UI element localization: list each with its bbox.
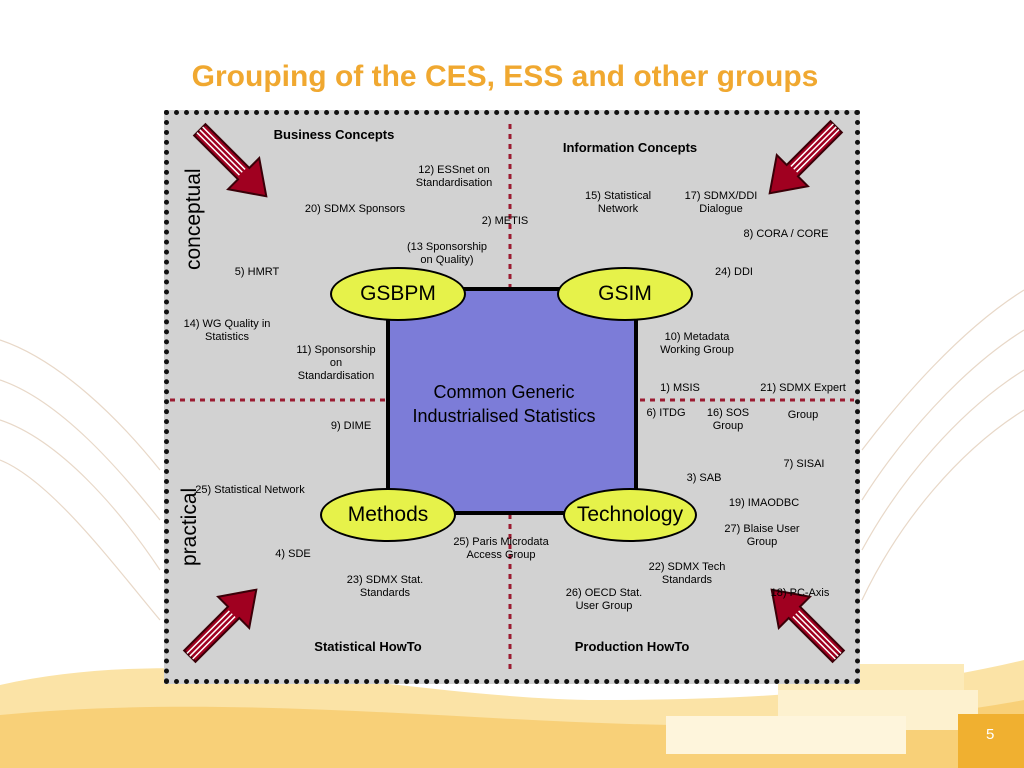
group-label-line: Standardisation [415, 177, 493, 189]
group-label-line: Group [712, 420, 744, 432]
group-label-line: 14) WG Quality in [183, 318, 271, 330]
group-label-statistical-network-15: 15) Statistical Network [585, 190, 651, 216]
group-label-line: Standards [359, 587, 411, 599]
group-label-line: 25) Paris Microdata [453, 536, 549, 548]
group-label-line: 27) Blaise User [724, 523, 800, 535]
quadrant-title-information-concepts: Information Concepts [562, 140, 698, 155]
group-label-line: 12) ESSnet on [418, 164, 490, 176]
ellipse-gsim: GSIM [557, 267, 693, 321]
ellipse-gsbpm: GSBPM [330, 267, 466, 321]
group-label-dime: 9) DIME [330, 420, 372, 432]
center-label: Common Generic Industrialised Statistics [386, 380, 622, 428]
axis-label-conceptual: conceptual [182, 168, 205, 270]
group-label-ddi: 24) DDI [715, 266, 753, 278]
axis-label-practical: practical [178, 487, 201, 566]
group-label-line: User Group [575, 600, 633, 612]
quadrant-title-production-howto: Production HowTo [574, 639, 690, 654]
slide-title: Grouping of the CES, ESS and other group… [191, 60, 819, 93]
group-label-line: 16) SOS [706, 407, 750, 419]
group-label-sdmx-tech: 22) SDMX Tech Standards [649, 561, 726, 587]
group-label-sponsorship-standardisation: 11) Sponsorship on Standardisation [296, 344, 375, 383]
group-label-metis: 2) METIS [481, 215, 529, 227]
group-label-line: Working Group [660, 344, 734, 356]
group-label-sdmx-expert-line2: Group [787, 409, 819, 421]
background-panel [666, 716, 906, 754]
group-label-msis: 1) MSIS [660, 382, 700, 394]
group-label-sisai: 7) SISAI [783, 458, 825, 470]
group-label-oecd: 26) OECD Stat. User Group [566, 587, 642, 613]
ellipse-technology: Technology [563, 488, 697, 542]
center-box [386, 287, 638, 515]
group-label-line: 15) Statistical [584, 190, 652, 202]
group-label-line: on [329, 357, 343, 369]
group-label-line: Statistics [204, 331, 249, 343]
quadrant-title-business-concepts: Business Concepts [273, 127, 395, 142]
group-label-line: 26) OECD Stat. [565, 587, 643, 599]
group-label-sde: 4) SDE [275, 548, 311, 560]
group-label-sdmx-sponsors: 20) SDMX Sponsors [304, 203, 406, 215]
group-label-line: on Quality) [420, 254, 474, 266]
group-label-sponsorship-quality: (13 Sponsorship on Quality) [407, 241, 487, 267]
page-number-box [958, 714, 1024, 768]
group-label-line: 17) SDMX/DDI [684, 190, 758, 202]
group-label-statistical-network-25: 25) Statistical Network [195, 484, 305, 496]
group-label-line: Group [746, 536, 778, 548]
page-number: 5 [986, 726, 995, 743]
group-label-wg-quality: 14) WG Quality in Statistics [184, 318, 271, 344]
group-label-line: Standardisation [297, 370, 375, 382]
group-label-imaodbc: 19) IMAODBC [728, 497, 800, 509]
center-label-line: Common Generic [433, 382, 575, 402]
group-label-line: 11) Sponsorship [296, 344, 376, 356]
group-label-pcaxis: 18) PC-Axis [770, 587, 830, 599]
group-label-hmrt: 5) HMRT [234, 266, 280, 278]
group-label-line: (13 Sponsorship [406, 241, 488, 253]
group-label-essnet: 12) ESSnet on Standardisation [416, 164, 492, 190]
group-label-line: 22) SDMX Tech [648, 561, 726, 573]
quadrant-title-statistical-howto: Statistical HowTo [314, 639, 422, 654]
group-label-line: Standards [661, 574, 713, 586]
group-label-sdmx-expert-line1: 21) SDMX Expert [760, 382, 846, 394]
ellipse-methods: Methods [320, 488, 456, 542]
group-label-line: 23) SDMX Stat. [346, 574, 424, 586]
group-label-line: Network [597, 203, 639, 215]
group-label-line: 10) Metadata [664, 331, 730, 343]
background-curves [0, 289, 1024, 621]
group-label-cora-core: 8) CORA / CORE [743, 228, 829, 240]
group-label-blaise: 27) Blaise User Group [724, 523, 799, 549]
group-label-sdmx-stat: 23) SDMX Stat. Standards [347, 574, 423, 600]
group-label-sos: 16) SOS Group [707, 407, 749, 433]
group-label-paris-microdata: 25) Paris Microdata Access Group [453, 536, 548, 562]
group-label-sdmx-ddi-dialogue: 17) SDMX/DDI Dialogue [685, 190, 758, 216]
center-label-line: Industrialised Statistics [412, 406, 596, 426]
group-label-itdg: 6) ITDG [646, 407, 686, 419]
group-label-line: Access Group [466, 549, 536, 561]
group-label-metadata-wg: 10) Metadata Working Group [660, 331, 734, 357]
group-label-sab: 3) SAB [686, 472, 722, 484]
group-label-line: Dialogue [699, 203, 743, 215]
